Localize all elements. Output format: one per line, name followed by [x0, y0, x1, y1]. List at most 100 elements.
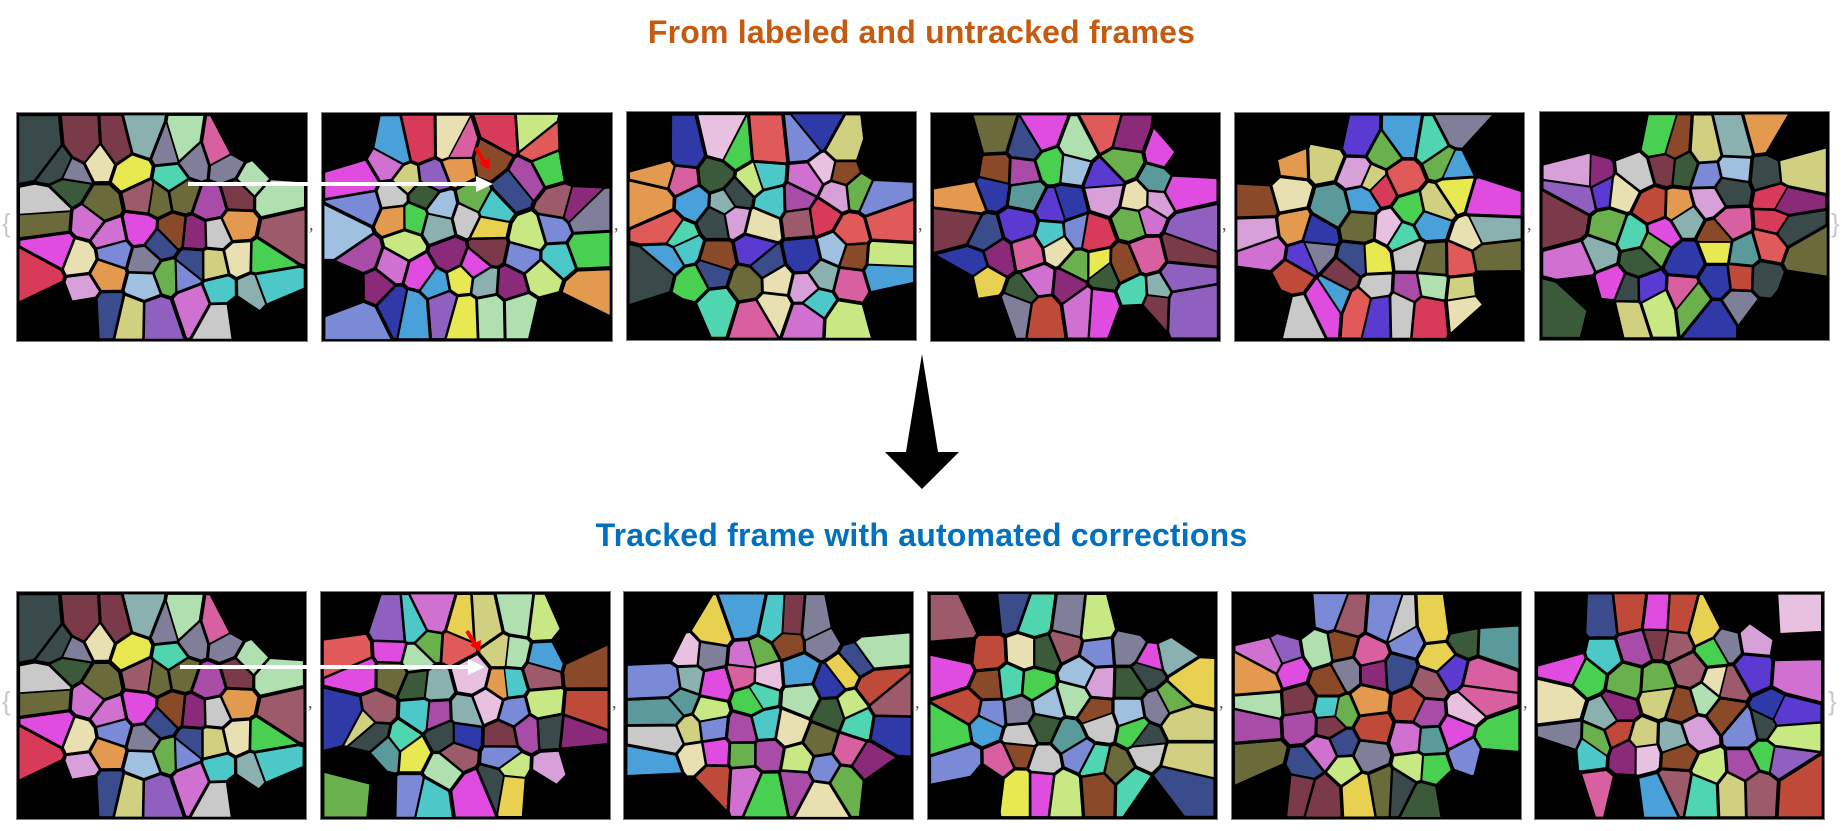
cell	[400, 114, 435, 164]
cell	[1157, 636, 1200, 677]
cell	[1478, 625, 1520, 670]
cell	[1661, 743, 1699, 771]
cell	[427, 291, 458, 339]
cell	[1051, 717, 1087, 754]
cell	[369, 736, 400, 774]
cell	[182, 692, 206, 728]
cell	[1345, 186, 1381, 213]
cell	[61, 157, 94, 184]
cell	[626, 662, 681, 699]
cell	[753, 161, 787, 190]
cell	[694, 765, 731, 813]
cell	[1386, 159, 1427, 196]
cell	[1448, 214, 1483, 251]
cell	[1381, 114, 1422, 159]
cell	[1334, 593, 1368, 637]
cell	[1019, 114, 1069, 151]
cell	[1161, 232, 1218, 267]
cell	[1022, 667, 1057, 701]
cell	[749, 114, 788, 164]
cell	[696, 207, 729, 239]
cell	[1302, 213, 1340, 245]
cell	[967, 212, 1003, 251]
cell	[1088, 247, 1111, 280]
cell	[18, 725, 65, 781]
cell	[1767, 722, 1822, 752]
cell	[1631, 186, 1666, 224]
cell	[1112, 114, 1153, 152]
cell	[498, 696, 530, 727]
cell	[568, 187, 611, 233]
cell	[48, 179, 93, 208]
cell	[1286, 774, 1315, 818]
cell	[1719, 665, 1751, 702]
cell	[376, 285, 408, 339]
cell	[388, 718, 423, 752]
cell	[157, 691, 185, 729]
cell	[1110, 241, 1141, 284]
cell	[1474, 707, 1520, 752]
cell	[175, 259, 203, 293]
cell	[480, 746, 523, 769]
cell	[1389, 767, 1417, 818]
cell	[1329, 728, 1360, 757]
cell	[1718, 156, 1752, 182]
cell	[96, 770, 124, 818]
cell	[342, 709, 376, 747]
cell	[782, 237, 821, 273]
cell	[1001, 723, 1038, 747]
cell	[1017, 593, 1056, 637]
cell	[1369, 174, 1398, 208]
cell	[809, 754, 841, 783]
cell	[674, 185, 709, 223]
cell	[789, 272, 819, 303]
cell	[1647, 154, 1675, 188]
cell	[1304, 277, 1341, 339]
cell	[1446, 296, 1484, 335]
cell	[824, 652, 860, 690]
cell-mosaic	[18, 593, 305, 818]
cell	[1694, 638, 1729, 667]
cell	[150, 599, 179, 645]
cell	[84, 622, 115, 661]
cell	[1671, 206, 1705, 239]
cell	[1713, 206, 1753, 240]
untracked-frame-5	[1234, 112, 1525, 342]
cell	[460, 247, 492, 278]
cell	[1390, 292, 1415, 339]
cell	[422, 752, 464, 791]
cell	[969, 715, 1004, 748]
cell	[671, 631, 700, 667]
cell	[476, 294, 505, 340]
cell	[832, 732, 867, 766]
cell-mosaic	[628, 113, 915, 339]
cell	[781, 684, 820, 719]
cell	[448, 115, 479, 159]
cell	[668, 688, 700, 716]
cell	[728, 766, 762, 817]
cell	[697, 641, 728, 671]
cell	[1580, 769, 1614, 818]
cell	[497, 264, 529, 300]
cell	[165, 593, 204, 641]
cell	[1457, 685, 1519, 717]
cell	[1387, 221, 1421, 252]
cell	[733, 234, 778, 266]
cell	[1081, 773, 1115, 818]
cell	[1312, 593, 1349, 632]
separator-comma: ,	[308, 692, 313, 712]
cell	[236, 160, 271, 197]
cell	[373, 205, 405, 238]
cell	[527, 641, 564, 672]
cell	[1422, 146, 1456, 181]
cell	[1447, 240, 1477, 277]
cell	[626, 745, 683, 777]
cell	[1667, 593, 1699, 634]
cell	[999, 663, 1024, 700]
cell	[523, 662, 563, 690]
cell	[324, 191, 381, 227]
untracked-frame-4	[930, 112, 1221, 342]
cell	[1748, 740, 1775, 774]
cell	[1113, 630, 1147, 666]
cell	[1137, 163, 1172, 192]
